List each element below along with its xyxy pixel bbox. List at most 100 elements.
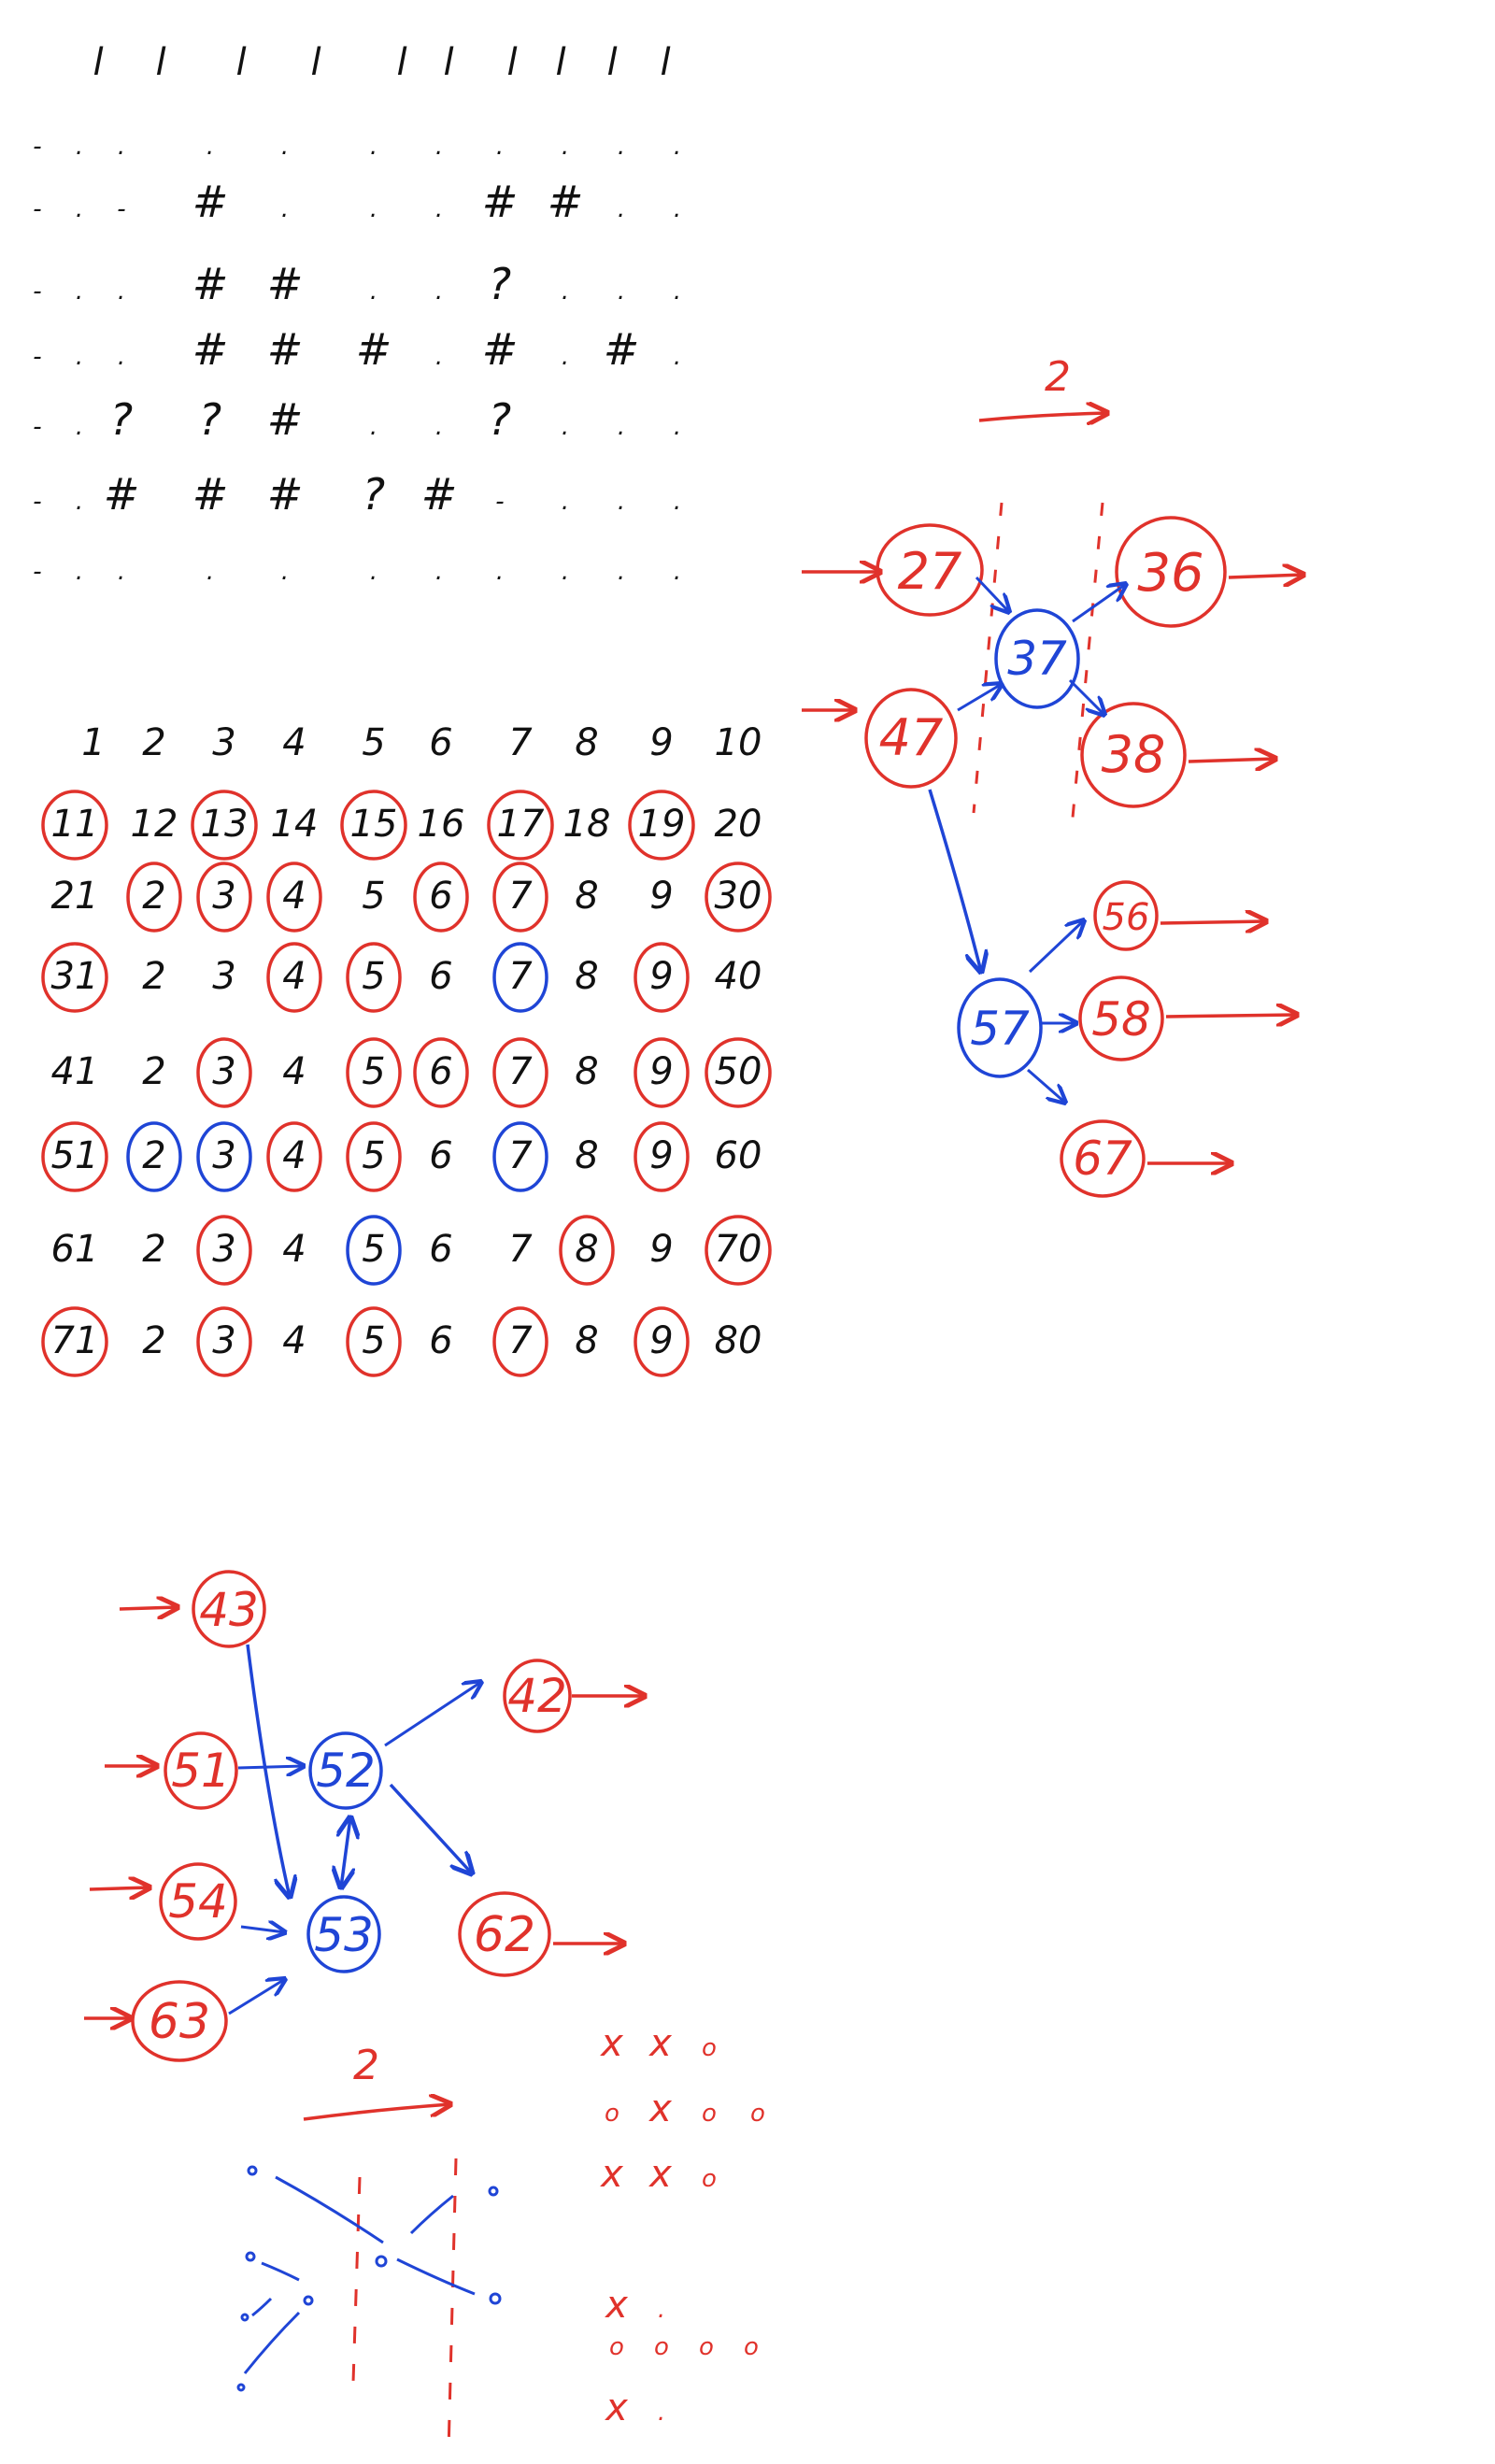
svg-text:3: 3 [212,1134,235,1177]
svg-text:67: 67 [1073,1132,1132,1186]
grid-cell: 16 [418,803,465,846]
svg-text:3: 3 [212,875,235,918]
svg-text:7: 7 [508,1228,533,1271]
hash-mark: # [482,324,519,375]
arrow-out [1160,921,1266,923]
o-mark: o [702,2100,717,2128]
hash-mark: # [267,469,304,520]
step-arrow-right [978,413,1107,420]
svg-text:5: 5 [362,1228,385,1271]
o-mark: o [609,2333,624,2361]
svg-text:19: 19 [638,803,686,846]
dot-mark: . [674,343,681,371]
svg-text:51: 51 [51,1134,99,1177]
dot-mark: . [562,413,569,441]
grid-cell: 9 [634,1037,690,1108]
svg-text:2: 2 [142,955,165,998]
dot-mark: . [370,133,377,161]
edge-52-62 [389,1783,472,1873]
hash-mark: # [421,469,458,520]
dot-mark: . [76,195,83,223]
x-mark: x [648,2153,672,2196]
grid-cell: 4 [266,942,322,1013]
grid-cell: 60 [715,1134,762,1177]
question-mark: ? [199,394,221,445]
grid-header-cell: 7 [508,721,533,764]
grid-cell: 5 [346,1215,402,1286]
grid-cell: 9 [634,942,690,1013]
svg-text:7: 7 [508,1050,533,1093]
grid-cell: 50 [705,1037,772,1108]
dot-mark: . [562,558,569,586]
dot-mark: - [33,278,41,306]
svg-text:13: 13 [201,803,249,846]
svg-text:6: 6 [429,1319,452,1362]
hash-mark: # [192,259,229,309]
hash-mark: # [267,394,304,445]
svg-text:61: 61 [51,1228,99,1271]
svg-text:58: 58 [1091,992,1151,1047]
grid-cell: 9 [634,1306,690,1377]
edge-63-53 [228,1979,285,2015]
dot-mark: . [281,558,289,586]
grid-cell: 19 [628,790,695,861]
svg-text:6: 6 [429,1134,452,1177]
grid-cell: 5 [346,1037,402,1108]
svg-text:38: 38 [1102,725,1166,784]
svg-text:11: 11 [51,803,99,846]
svg-text:6: 6 [429,1228,452,1271]
svg-text:6: 6 [429,1050,452,1093]
svg-text:36: 36 [1137,543,1203,604]
grid-cell: 2 [142,1228,165,1271]
tally-mark: l [443,41,453,84]
dot-mark: . [562,343,569,371]
dot-mark: . [370,195,377,223]
edge-54-53 [240,1927,285,1932]
svg-text:54: 54 [168,1874,228,1929]
svg-text:31: 31 [51,955,99,998]
grid-cell: 5 [346,1121,402,1192]
svg-text:3: 3 [212,955,235,998]
o-mark: o [744,2333,759,2361]
grid-cell: 8 [575,1319,598,1362]
edge-27-37 [975,576,1009,612]
node-52: 52 [308,1731,383,1810]
dot-mark: - [33,133,41,161]
dot-mark: . [618,278,625,306]
tally-mark: l [506,41,517,84]
grid-cell: 8 [575,875,598,918]
dot-mark: . [76,413,83,441]
svg-text:37: 37 [1007,632,1067,686]
svg-text:50: 50 [715,1050,762,1093]
dot-mark: . [435,413,443,441]
dot-mark: . [658,2296,665,2324]
grid-header-cell: 10 [715,721,762,764]
grid-cell: 2 [142,1319,165,1362]
flow-diagram-left: 43 51 54 63 52 53 42 62 [84,1570,645,2062]
grid-cell: 7 [492,862,548,933]
node-63: 63 [131,1980,228,2062]
edge-43-53 [246,1644,290,1897]
grid-header-cell: 1 [81,721,105,764]
dot-mark: . [435,133,443,161]
svg-text:3: 3 [212,1050,235,1093]
svg-text:8: 8 [575,955,598,998]
step-label-right: 2 [1045,353,1071,401]
svg-text:20: 20 [715,803,762,846]
node-47: 47 [864,688,958,789]
svg-text:4: 4 [282,1050,306,1093]
grid-cell: 7 [508,1228,533,1271]
edge-53-52 [341,1817,350,1887]
step-label-bottom: 2 [353,2042,379,2089]
svg-text:42: 42 [507,1669,567,1723]
svg-text:17: 17 [497,803,545,846]
o-mark: o [702,2165,717,2193]
arrow-out [1228,575,1303,577]
tally-mark: l [606,41,617,84]
grid-cell: 4 [266,1121,322,1192]
svg-text:9: 9 [649,1134,673,1177]
dot-mark: . [118,133,125,161]
